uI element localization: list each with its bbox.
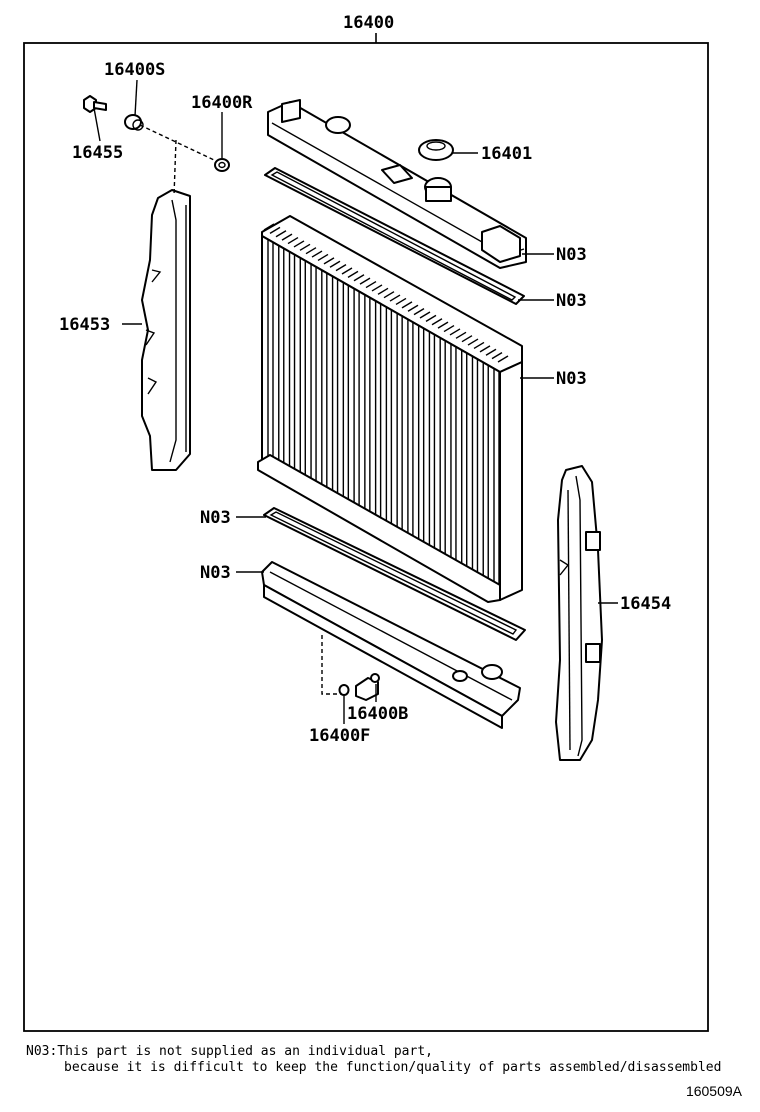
callout-16400r: 16400R: [191, 93, 253, 113]
diagram-code: 160509A: [685, 1083, 742, 1099]
callout-n03-upper-gasket: N03: [556, 291, 587, 311]
leader-lines: [93, 79, 618, 724]
callout-n03-lower-tank: N03: [200, 563, 231, 583]
upper-gasket: [264, 167, 525, 305]
callout-16401: 16401: [481, 144, 532, 164]
plug-16400s: [124, 114, 144, 131]
assembly-line: [321, 635, 342, 695]
left-side-support: [141, 189, 191, 471]
assembly-frame: [23, 42, 709, 1032]
drain-cock-16400b: [355, 673, 380, 701]
lower-gasket: [263, 507, 526, 641]
radiator-exploded-diagram: 16400 16400S 16400R 16455 16401 N03 N03 …: [23, 13, 709, 1032]
callout-16400s: 16400S: [104, 60, 165, 80]
radiator-core: [257, 215, 523, 603]
callout-n03-lower-gasket: N03: [200, 508, 231, 528]
callout-n03-tank: N03: [556, 245, 587, 265]
footnote-line-1: N03:This part is not supplied as an indi…: [26, 1044, 433, 1059]
callout-n03-core: N03: [556, 369, 587, 389]
drain-cock-16400f: [338, 684, 350, 696]
bolt-16455: [83, 95, 107, 113]
plug-16400r: [214, 158, 230, 172]
assembly-line: [139, 124, 215, 161]
callout-16455: 16455: [72, 143, 123, 163]
callout-assembly: 16400: [343, 13, 394, 33]
callout-16453: 16453: [59, 315, 110, 335]
radiator-cap: [418, 139, 454, 202]
callout-16400f: 16400F: [309, 726, 370, 746]
upper-tank: [267, 99, 527, 269]
footnote-line-2: because it is difficult to keep the func…: [64, 1060, 722, 1075]
lower-tank: [261, 561, 521, 729]
assembly-line: [173, 139, 177, 197]
right-side-support: [555, 465, 603, 761]
callout-16400b: 16400B: [347, 704, 408, 724]
callout-16454: 16454: [620, 594, 671, 614]
